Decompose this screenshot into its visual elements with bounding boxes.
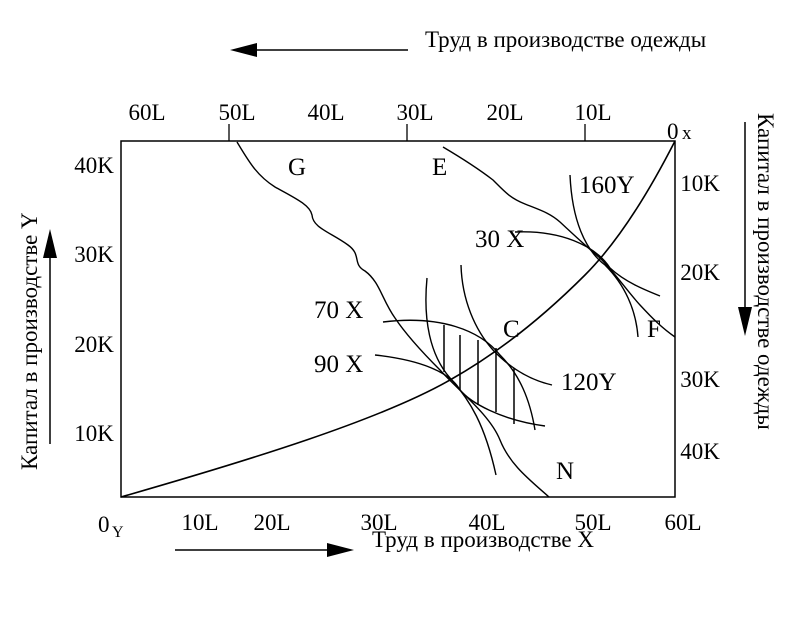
isoquant-120y <box>460 264 553 386</box>
svg-text:x: x <box>682 123 692 144</box>
bottom-tick-label: 50L <box>574 510 611 535</box>
left-tick-label: 30K <box>74 242 114 267</box>
right-tick-label: 10K <box>680 171 720 196</box>
top-arrow <box>230 43 408 57</box>
right-tick-label: 30K <box>680 367 720 392</box>
isoquant-label-30x: 30 X <box>475 226 524 253</box>
right-axis-title: Капитал в производстве одежды <box>753 113 778 430</box>
svg-text:0: 0 <box>667 119 679 144</box>
top-tick-marks <box>228 124 586 141</box>
left-axis-title: Капитал в производстве Y <box>17 212 42 470</box>
isoquant-label-90x: 90 X <box>314 351 363 378</box>
curve-e <box>442 146 676 338</box>
right-tick-label: 20K <box>680 260 720 285</box>
curve-g <box>236 141 550 498</box>
origin-y: 0 Y <box>98 512 124 541</box>
bottom-tick-label: 30L <box>360 510 397 535</box>
isoquant-left <box>425 277 497 476</box>
right-arrow <box>738 122 752 336</box>
origin-x: 0 x <box>667 119 692 144</box>
left-tick-label: 10K <box>74 421 114 446</box>
svg-text:Y: Y <box>112 524 124 541</box>
left-tick-label: 40K <box>74 153 114 178</box>
top-tick-label: 40L <box>307 100 344 125</box>
isoquant-label-120y: 120Y <box>561 369 617 396</box>
top-tick-label: 50L <box>218 100 255 125</box>
right-tick-label: 40K <box>680 439 720 464</box>
bottom-tick-label: 10L <box>181 510 218 535</box>
bottom-tick-label: 20L <box>253 510 290 535</box>
top-axis-title: Труд в производстве одежды <box>425 27 706 52</box>
point-label-e: E <box>432 154 447 181</box>
contract-curve <box>120 140 676 498</box>
left-tick-label: 20K <box>74 332 114 357</box>
isoquant-label-70x: 70 X <box>314 297 363 324</box>
top-tick-label: 30L <box>396 100 433 125</box>
bottom-tick-label: 60L <box>664 510 701 535</box>
top-tick-label: 20L <box>486 100 523 125</box>
left-arrow <box>43 229 57 444</box>
point-label-c: C <box>503 316 520 343</box>
point-label-f: F <box>647 316 661 343</box>
isoquant-label-160y: 160Y <box>579 172 635 199</box>
top-tick-label: 60L <box>128 100 165 125</box>
point-label-n: N <box>556 458 574 485</box>
bottom-arrow <box>175 543 354 557</box>
hatched-region <box>443 325 515 424</box>
isoquant-30x <box>514 231 661 297</box>
isoquant-160y <box>569 174 639 338</box>
bottom-tick-label: 40L <box>468 510 505 535</box>
box-frame <box>120 140 676 498</box>
svg-text:0: 0 <box>98 512 110 537</box>
bottom-axis-title: Труд в производстве X <box>372 527 594 552</box>
point-label-g: G <box>288 154 306 181</box>
top-tick-label: 10L <box>574 100 611 125</box>
